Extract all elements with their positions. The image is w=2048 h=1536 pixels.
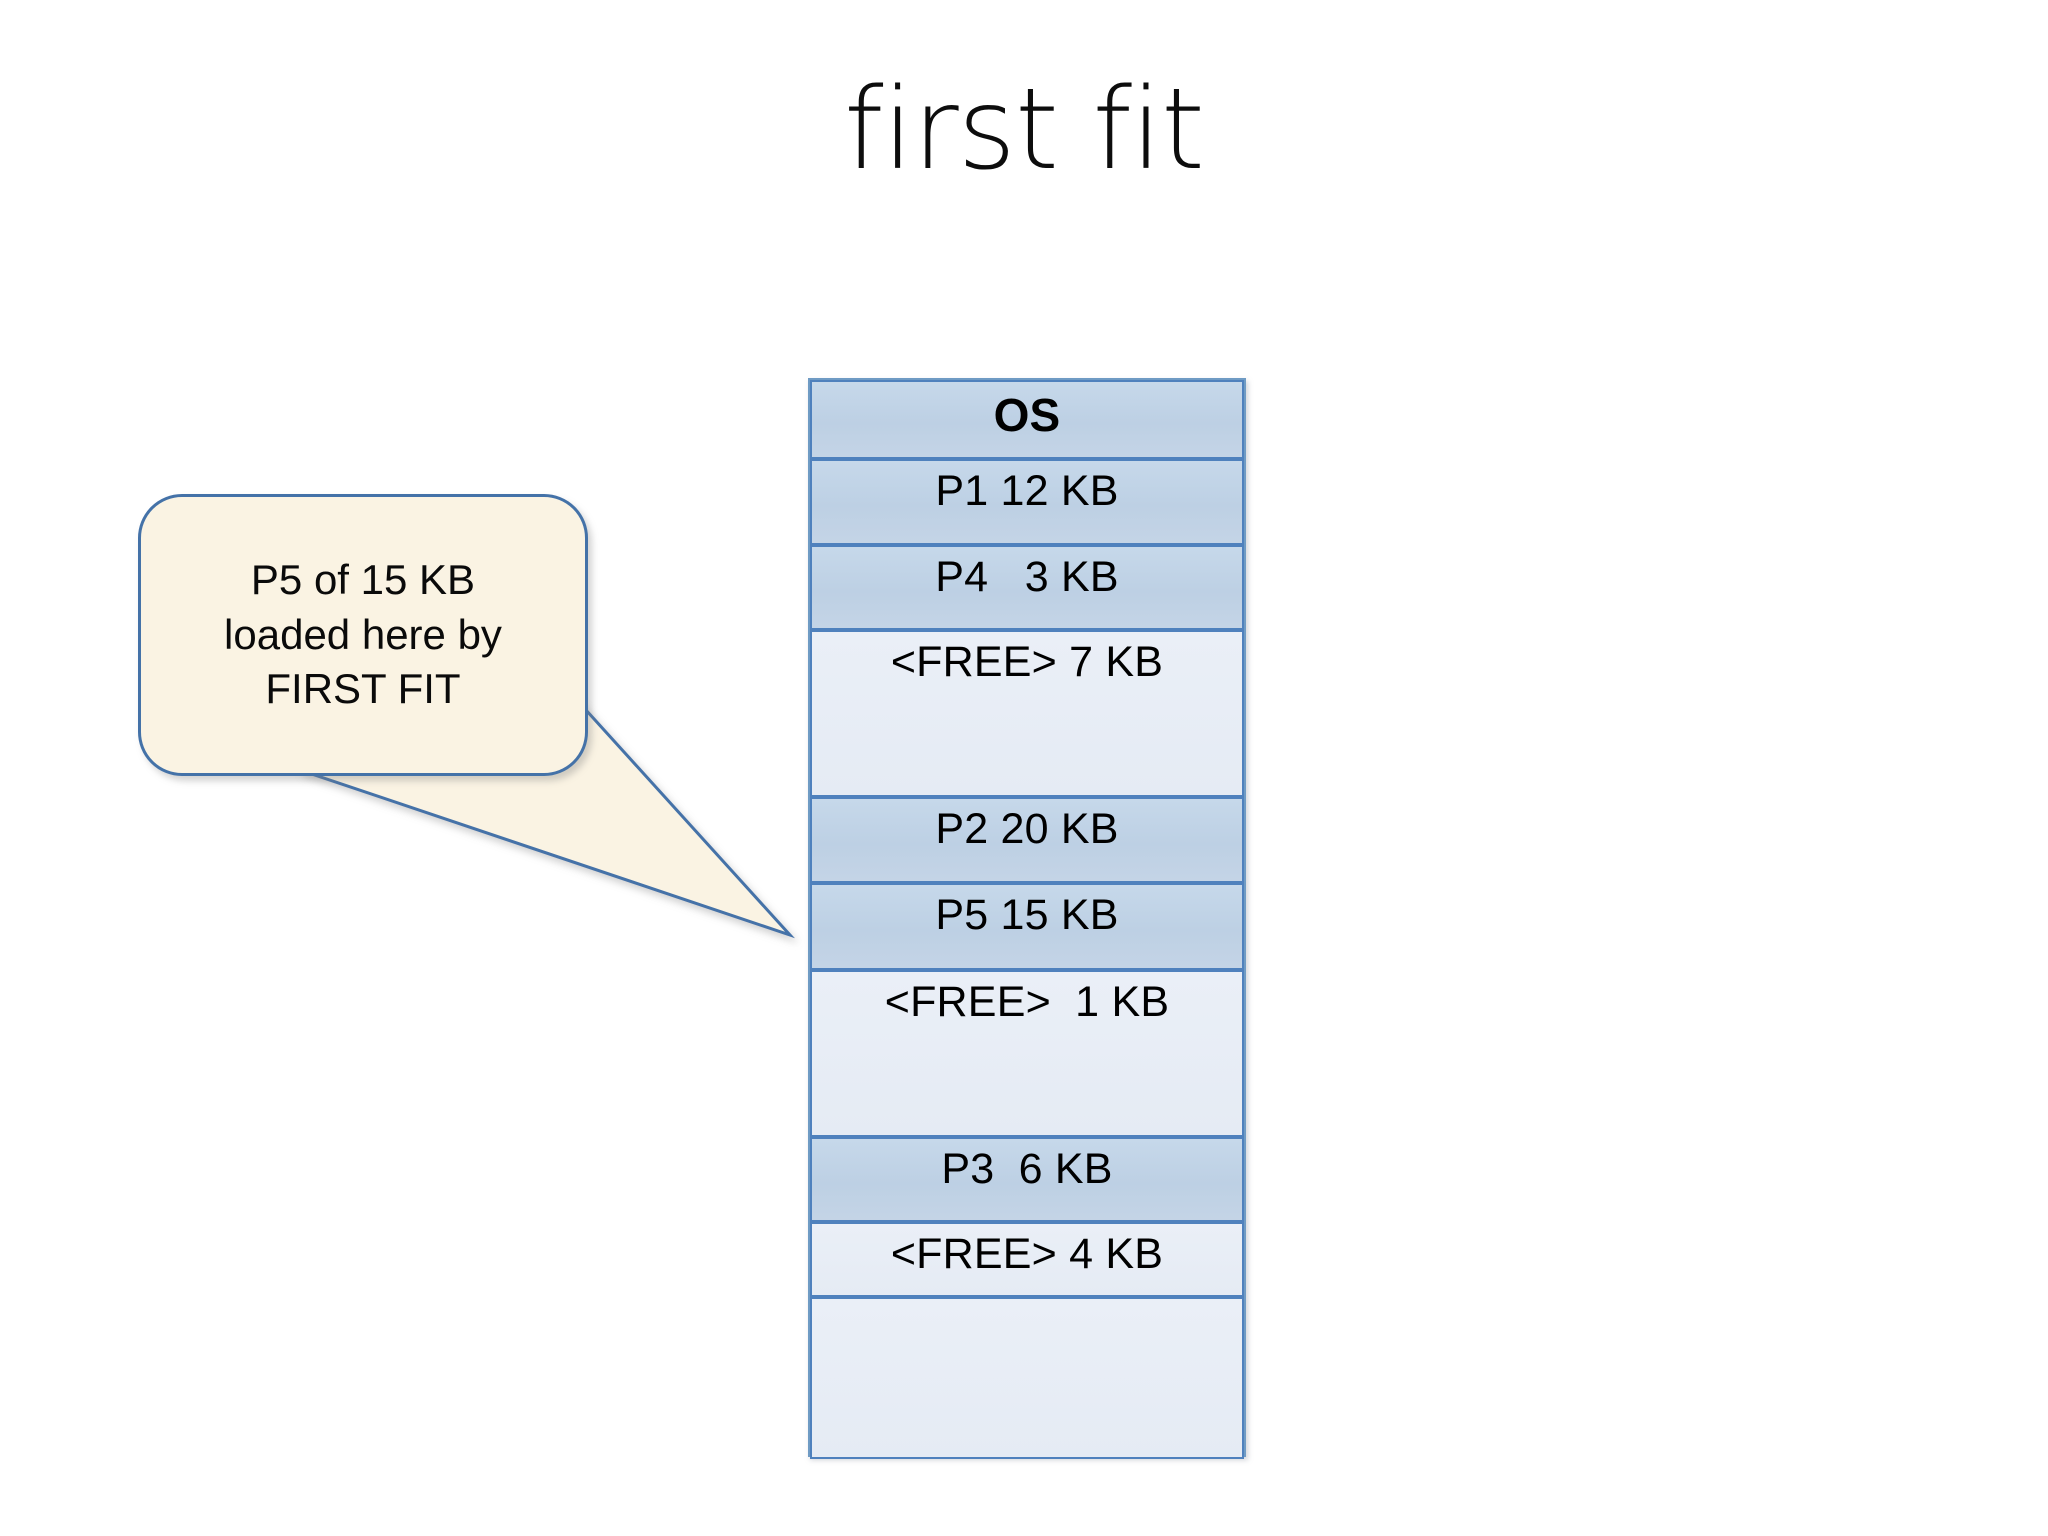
memory-block: OS bbox=[810, 380, 1244, 459]
memory-block-label: P5 15 KB bbox=[935, 891, 1119, 939]
page-title: first fit bbox=[844, 65, 1205, 195]
memory-block: <FREE> 4 KB bbox=[810, 1222, 1244, 1297]
memory-block: P5 15 KB bbox=[810, 883, 1244, 970]
memory-block bbox=[810, 1297, 1244, 1459]
memory-block-label: P3 6 KB bbox=[941, 1145, 1113, 1193]
memory-block-label: OS bbox=[993, 389, 1061, 441]
memory-block: <FREE> 7 KB bbox=[810, 630, 1244, 797]
memory-block: <FREE> 1 KB bbox=[810, 970, 1244, 1137]
memory-layout-diagram: OS P1 12 KB P4 3 KB <FREE> 7 KB P2 20 KB P5 1… bbox=[808, 378, 1246, 1459]
memory-block-label: <FREE> 7 KB bbox=[890, 638, 1164, 686]
callout-text: P5 of 15 KB loaded here by FIRST FIT bbox=[224, 556, 502, 713]
memory-block: P3 6 KB bbox=[810, 1137, 1244, 1222]
memory-block-label: <FREE> 1 KB bbox=[884, 978, 1170, 1026]
memory-block-label: P2 20 KB bbox=[935, 805, 1119, 853]
memory-block-label: P1 12 KB bbox=[935, 467, 1119, 515]
memory-block: P1 12 KB bbox=[810, 459, 1244, 545]
memory-block-label: <FREE> 4 KB bbox=[890, 1230, 1164, 1278]
memory-block-label: P4 3 KB bbox=[935, 553, 1119, 601]
memory-block: P2 20 KB bbox=[810, 797, 1244, 883]
callout-bubble: P5 of 15 KB loaded here by FIRST FIT bbox=[138, 494, 588, 776]
memory-block: P4 3 KB bbox=[810, 545, 1244, 630]
